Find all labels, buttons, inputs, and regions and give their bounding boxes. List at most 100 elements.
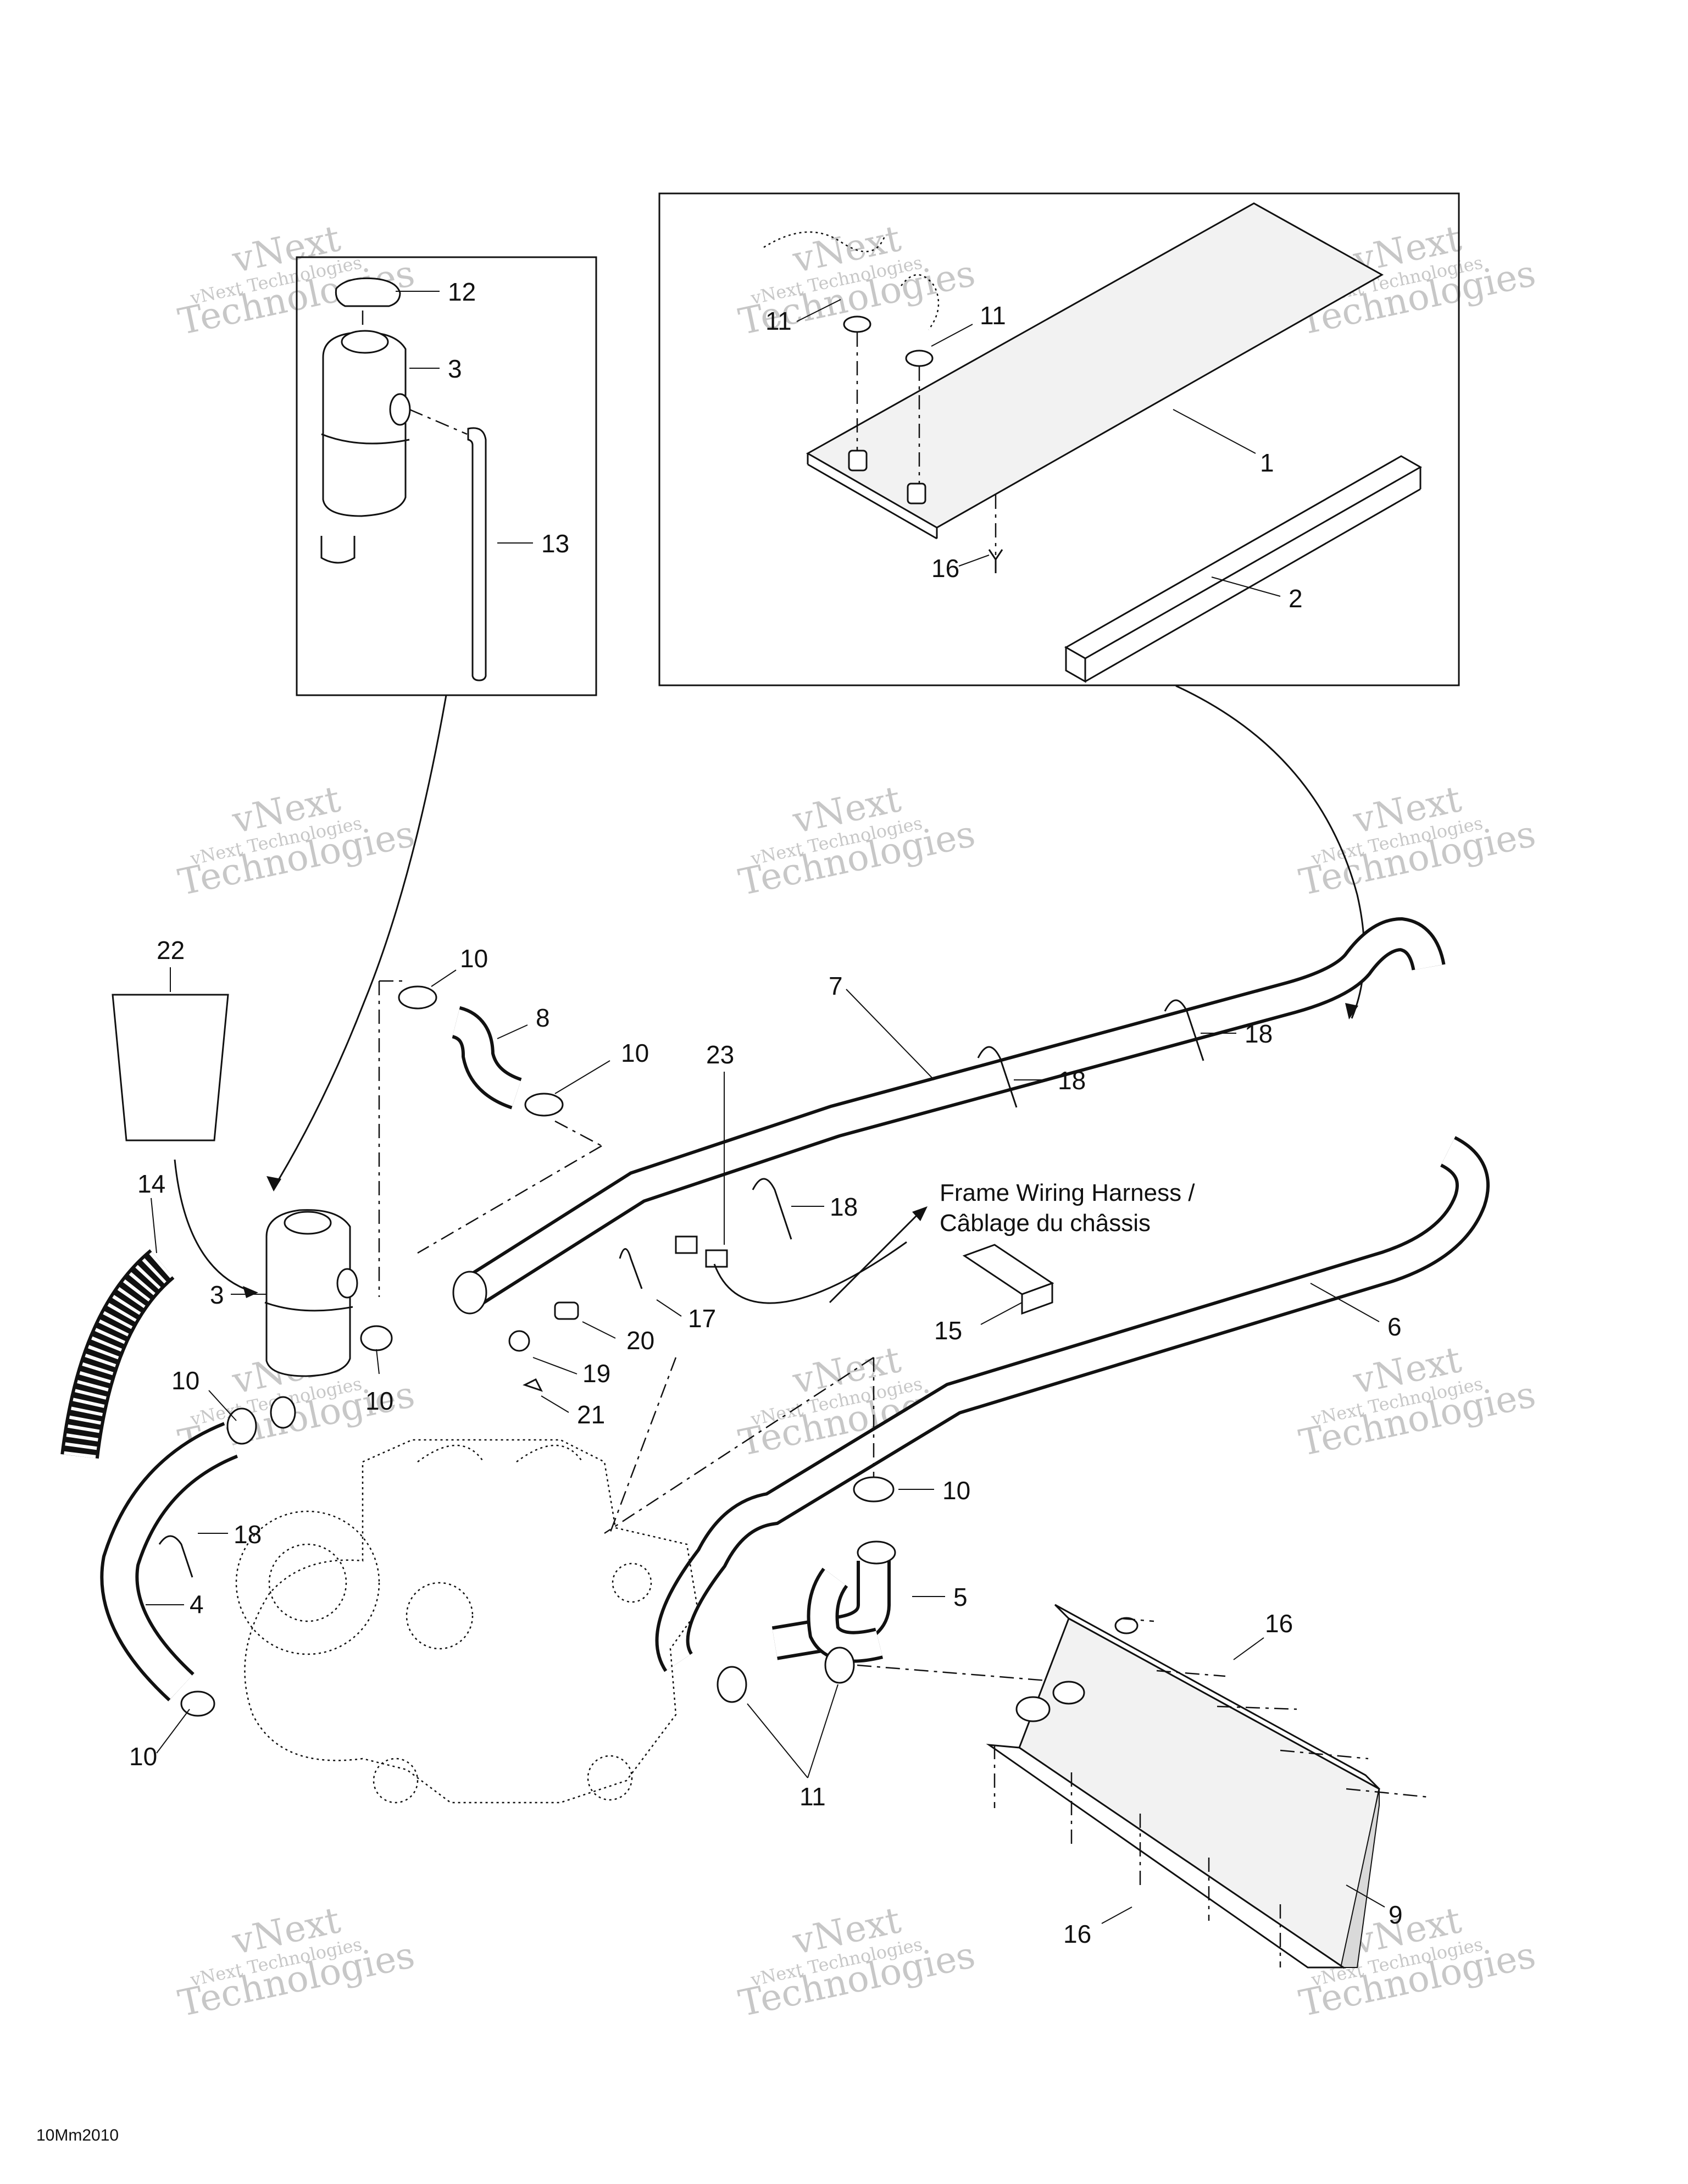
part-label-8: 8 — [536, 1004, 550, 1032]
part-label-7: 7 — [829, 972, 843, 1000]
clamp-drawing — [905, 350, 934, 367]
reservoir-body-drawing — [265, 1209, 351, 1377]
connector-drawing — [675, 1235, 698, 1254]
part-label-9: 9 — [1389, 1900, 1403, 1929]
watermark: vNext vNext Technologies Technologies — [175, 1899, 418, 2025]
part-label-13: 13 — [541, 529, 569, 558]
leader-line — [151, 1198, 157, 1254]
part-label-16: 16 — [1063, 1920, 1091, 1948]
reservoir-neck-drawing — [341, 330, 389, 354]
leader-line — [497, 1024, 528, 1039]
reservoir-strap-drawing — [264, 1301, 353, 1312]
harness-callout-line1: Frame Wiring Harness / — [940, 1179, 1195, 1206]
leader-line — [1346, 1884, 1385, 1908]
plate-fitting — [848, 450, 868, 472]
part-label-20: 20 — [626, 1326, 654, 1355]
leader-line — [980, 1302, 1023, 1325]
part-label-12: 12 — [448, 278, 476, 306]
leader-line — [1211, 577, 1281, 597]
engine-port — [373, 1758, 419, 1804]
fitting-5: 10 5 11 — [717, 1357, 1061, 1811]
pad-drawing — [962, 1244, 1054, 1295]
part-label-11: 11 — [799, 1782, 826, 1811]
pad-15: 15 — [934, 1244, 1054, 1345]
part-label-11: 11 — [765, 307, 792, 335]
part-label-18: 18 — [830, 1193, 858, 1221]
watermark: vNext vNext Technologies Technologies — [175, 778, 418, 903]
inset-frame — [658, 192, 1460, 686]
tube-6: 6 — [655, 1136, 1490, 1672]
sensor-group: 23 Frame Wiring Harness / Câblage du châ… — [508, 1040, 1195, 1429]
connector-drawing — [705, 1249, 728, 1268]
cable-tie-drawing — [1164, 999, 1204, 1061]
leader-line — [582, 1321, 616, 1339]
part-label-15: 15 — [934, 1316, 962, 1345]
reservoir-outlet-drawing — [320, 536, 356, 564]
engine-heads — [417, 1444, 584, 1463]
reservoir-inset: 12 3 13 — [296, 256, 597, 696]
leader-line — [656, 1299, 682, 1317]
hose-corrugation — [64, 1251, 173, 1459]
clamp-drawing — [360, 1325, 393, 1351]
clamp-drawing — [824, 1647, 855, 1684]
assembly-line — [604, 1356, 874, 1534]
part-label-16: 16 — [1265, 1609, 1293, 1638]
part-label-19: 19 — [582, 1359, 610, 1388]
part-label-16: 16 — [931, 554, 959, 583]
part-label-23: 23 — [706, 1040, 734, 1069]
corrugated-hose-14: 14 — [60, 1169, 175, 1459]
decal-drawing — [112, 994, 229, 1141]
reservoir-cap-drawing — [335, 277, 401, 307]
clamp-drawing — [270, 1396, 296, 1429]
watermark: vNext vNext Technologies Technologies — [1296, 778, 1539, 903]
sensor-drawing — [508, 1330, 530, 1352]
engine-body — [244, 1439, 699, 1804]
part-label-4: 4 — [190, 1590, 204, 1618]
hose-fill — [103, 1425, 237, 1699]
reservoir-port-drawing — [389, 393, 411, 426]
arrow-head — [266, 1176, 281, 1191]
leader-line — [807, 1684, 839, 1778]
leader-line — [1233, 1637, 1264, 1660]
engine-flywheel — [235, 1510, 380, 1655]
engine-outline — [235, 1356, 874, 1804]
leader-line — [931, 324, 973, 347]
assembly-line — [554, 1120, 602, 1147]
part-label-18: 18 — [1245, 1019, 1273, 1048]
cable-tie-drawing — [158, 1535, 193, 1578]
leader-line — [796, 299, 841, 322]
exchanger-fitting — [1052, 1681, 1085, 1705]
wire-arrow — [829, 1213, 919, 1304]
sensor-drawing — [523, 1378, 543, 1392]
part-label-10: 10 — [129, 1742, 157, 1771]
leader-line — [376, 1349, 380, 1374]
leader-line — [1310, 1283, 1380, 1322]
leader-line — [208, 1390, 237, 1421]
clamp-drawing — [853, 1476, 895, 1503]
part-label-14: 14 — [137, 1169, 165, 1198]
reservoir-main: 3 — [210, 1209, 358, 1377]
arrow-head — [912, 1206, 928, 1221]
part-label-6: 6 — [1387, 1312, 1402, 1341]
part-label-17: 17 — [688, 1304, 716, 1333]
leader-line — [532, 1357, 578, 1374]
part-label-22: 22 — [157, 936, 185, 964]
part-label-10: 10 — [460, 944, 488, 973]
cable-tie-drawing — [619, 1248, 643, 1289]
tube-7: 7 18 18 18 — [452, 917, 1446, 1315]
cable-tie-drawing — [752, 1178, 792, 1240]
clamp-drawing — [717, 1666, 747, 1703]
clamp-drawing — [398, 985, 437, 1010]
assembly-line — [1156, 1670, 1226, 1677]
part-label-10: 10 — [171, 1366, 199, 1395]
leader-line — [156, 1709, 190, 1754]
inset-arrow — [275, 695, 447, 1185]
cooler-plate-drawing — [806, 202, 1384, 529]
exchanger-fitting — [1114, 1617, 1139, 1634]
watermark: vNext vNext Technologies Technologies — [735, 1899, 979, 2025]
fitting-fill — [810, 1570, 882, 1660]
assembly-line — [417, 1145, 602, 1254]
overflow-tube-drawing — [467, 427, 487, 681]
watermark: vNext vNext Technologies Technologies — [1296, 1338, 1539, 1464]
